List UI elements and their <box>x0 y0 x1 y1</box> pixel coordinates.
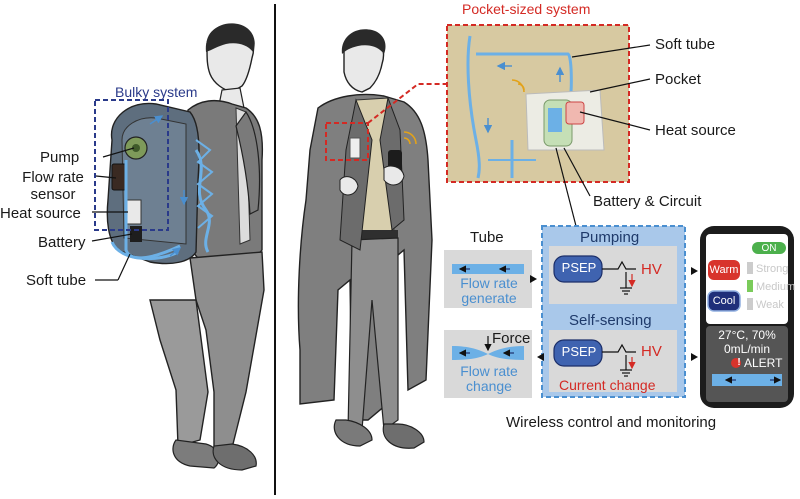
heat-source-label-left: Heat source <box>0 205 81 222</box>
flow-sensor-label: Flow rate sensor <box>8 170 98 202</box>
flow-readout: 0mL/min <box>723 342 770 356</box>
soft-tube-label-left: Soft tube <box>26 272 87 289</box>
right-person <box>297 29 433 449</box>
force-label: Force <box>492 330 531 347</box>
cool-button[interactable]: Cool <box>712 295 736 307</box>
flow-sensor-label-line2: sensor <box>30 186 76 203</box>
bulky-system-box <box>94 99 169 231</box>
medium-option[interactable]: Medium <box>756 281 796 293</box>
on-toggle[interactable]: ON <box>761 243 777 254</box>
wireless-caption: Wireless control and monitoring <box>506 414 717 431</box>
flow-generate-label-line2: generate <box>461 290 517 306</box>
strong-option[interactable]: Strong <box>756 263 789 275</box>
pocket-leaders <box>555 44 651 227</box>
soft-tube-label-right: Soft tube <box>655 36 716 53</box>
flow-generate-label: Flow rate generate <box>446 276 532 305</box>
pocket-system-title: Pocket-sized system <box>462 1 591 17</box>
temp-humidity-readout: 27°C, 70% <box>718 328 776 342</box>
current-change-label: Current change <box>559 377 656 393</box>
self-sensing-label: Self-sensing <box>569 312 652 329</box>
tube-title: Tube <box>470 229 504 246</box>
heat-source-label-right: Heat source <box>655 122 736 139</box>
hv-label-top: HV <box>641 261 662 278</box>
flow-change-label: Flow rate change <box>446 364 532 393</box>
flow-change-label-line2: change <box>466 378 512 394</box>
battery-circuit-label: Battery & Circuit <box>593 193 702 210</box>
hv-label-bottom: HV <box>641 343 662 360</box>
pocket-panel-content <box>466 35 605 179</box>
flow-generate-label-line1: Flow rate <box>460 275 518 291</box>
psep-label-top: PSEP <box>561 260 597 275</box>
backpack <box>106 102 214 265</box>
left-person <box>149 23 265 471</box>
weak-option[interactable]: Weak <box>756 299 784 311</box>
pumping-label: Pumping <box>580 229 640 246</box>
warm-button[interactable]: Warm <box>709 264 739 276</box>
battery-label: Battery <box>38 234 86 251</box>
flow-sensor-label-line1: Flow rate <box>22 169 84 186</box>
bulky-system-title: Bulky system <box>115 84 198 100</box>
psep-label-bottom: PSEP <box>561 344 597 359</box>
alert-label: ALERT <box>744 356 783 370</box>
pocket-highlight-box <box>325 122 369 161</box>
alert-icon: ! <box>737 357 741 368</box>
pump-label: Pump <box>40 149 80 166</box>
flow-change-label-line1: Flow rate <box>460 363 518 379</box>
left-leaders <box>91 147 135 281</box>
pocket-label: Pocket <box>655 71 701 88</box>
